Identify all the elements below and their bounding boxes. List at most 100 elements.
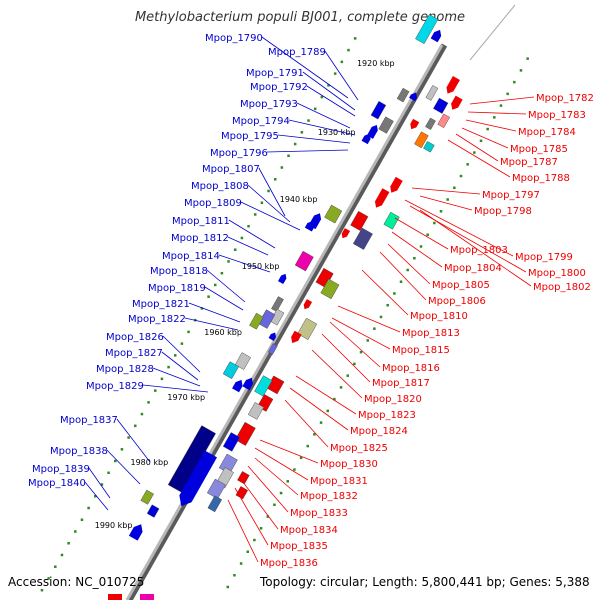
gene-label-left: Mpop_1828 — [96, 364, 154, 375]
tick-mark-outer — [526, 57, 529, 60]
gene-feature — [446, 75, 460, 94]
gene-feature — [361, 133, 371, 145]
left-label-connector — [227, 236, 269, 256]
gene-feature — [234, 352, 251, 370]
left-label-connector — [228, 219, 276, 249]
gene-label-left: Mpop_1807 — [202, 164, 260, 175]
gene-box — [254, 375, 273, 397]
left-label-connector — [152, 367, 201, 387]
tick-mark-inner — [333, 72, 337, 75]
gene-box — [352, 227, 373, 250]
gene-label-left: Mpop_1827 — [105, 348, 163, 359]
gene-feature — [304, 220, 315, 232]
gene-feature — [232, 379, 243, 393]
tick-mark-inner — [340, 60, 344, 64]
gene-label-left: Mpop_1792 — [250, 82, 308, 93]
gene-feature — [415, 14, 439, 45]
right-label-connector — [404, 199, 514, 257]
right-label-connector — [259, 439, 319, 464]
gene-box — [378, 116, 394, 134]
tick-mark-inner — [207, 295, 210, 298]
tick-mark-inner — [40, 588, 44, 592]
tick-mark-outer — [459, 174, 463, 178]
gene-arrow — [390, 176, 403, 193]
gene-label-right: Mpop_1816 — [382, 363, 440, 374]
left-label-connector — [142, 384, 209, 393]
gene-box — [206, 478, 226, 500]
gene-arrow — [179, 450, 217, 507]
kbp-scale-label: 1930 kbp — [318, 128, 356, 137]
right-label-connector — [361, 269, 409, 316]
right-label-connector — [239, 477, 279, 530]
gene-label-left: Mpop_1819 — [148, 283, 206, 294]
gene-feature — [271, 296, 284, 312]
gene-box — [207, 495, 223, 513]
left-label-connector — [266, 149, 349, 153]
tick-mark-outer — [259, 527, 263, 530]
gene-arrow — [430, 29, 442, 43]
tick-mark-outer — [406, 268, 409, 272]
tick-mark-outer — [233, 573, 236, 577]
gene-box — [414, 131, 429, 149]
tick-mark-inner — [347, 48, 350, 52]
gene-arrow — [291, 330, 302, 344]
gene-label-right: Mpop_1805 — [432, 280, 490, 291]
gene-box — [235, 486, 249, 500]
tick-mark-inner — [300, 131, 304, 134]
gene-feature — [268, 332, 277, 341]
tick-mark-outer — [299, 456, 303, 460]
tick-mark-outer — [226, 585, 230, 589]
gene-feature — [234, 421, 256, 446]
gene-label-right: Mpop_1783 — [528, 110, 586, 121]
gene-box — [222, 361, 239, 380]
gene-box — [324, 204, 343, 224]
kbp-scale-label: 1920 kbp — [357, 59, 395, 68]
kbp-scale-label: 1990 kbp — [95, 521, 133, 530]
left-label-connector — [218, 254, 271, 273]
gene-label-left: Mpop_1838 — [50, 446, 108, 457]
right-label-connector — [254, 447, 309, 481]
right-label-connector — [227, 499, 259, 563]
right-label-connector — [247, 465, 289, 513]
gene-box — [433, 97, 449, 114]
gene-box — [423, 141, 435, 153]
gene-label-right: Mpop_1787 — [500, 157, 558, 168]
right-label-connector — [331, 317, 391, 350]
gene-label-right: Mpop_1817 — [372, 378, 430, 389]
tick-mark-inner — [47, 577, 50, 580]
gene-arrow — [410, 118, 420, 130]
left-label-connector — [204, 286, 244, 311]
gene-feature — [451, 95, 463, 110]
gene-feature — [437, 113, 450, 129]
gene-feature — [378, 116, 394, 134]
gene-label-left: Mpop_1840 — [28, 478, 86, 489]
gene-feature — [267, 343, 278, 355]
right-label-connector — [311, 349, 363, 399]
kbp-scale-label: 1970 kbp — [167, 393, 205, 402]
tick-mark-inner — [160, 377, 164, 381]
right-label-connector — [295, 375, 357, 415]
gene-feature — [291, 330, 302, 344]
tick-mark-outer — [466, 163, 469, 166]
tick-mark-inner — [107, 471, 110, 475]
gene-feature-clipped — [140, 594, 154, 600]
gene-label-right: Mpop_1835 — [270, 541, 328, 552]
tick-mark-outer — [439, 210, 443, 213]
gene-arrow — [451, 95, 463, 110]
gene-feature — [324, 204, 343, 224]
tick-mark-inner — [280, 166, 284, 169]
tick-mark-inner — [293, 142, 297, 146]
left-label-connector — [116, 418, 151, 463]
tick-mark-inner — [120, 448, 124, 451]
right-label-connector — [455, 133, 499, 162]
gene-arrow — [409, 92, 418, 102]
left-label-connector — [247, 184, 291, 223]
gene-arrow — [374, 188, 390, 208]
tick-mark-inner — [87, 506, 90, 510]
gene-label-right: Mpop_1804 — [444, 263, 502, 274]
gene-box — [425, 85, 439, 101]
tick-mark-outer — [479, 139, 483, 143]
gene-label-left: Mpop_1822 — [128, 314, 186, 325]
gene-box — [271, 296, 284, 312]
